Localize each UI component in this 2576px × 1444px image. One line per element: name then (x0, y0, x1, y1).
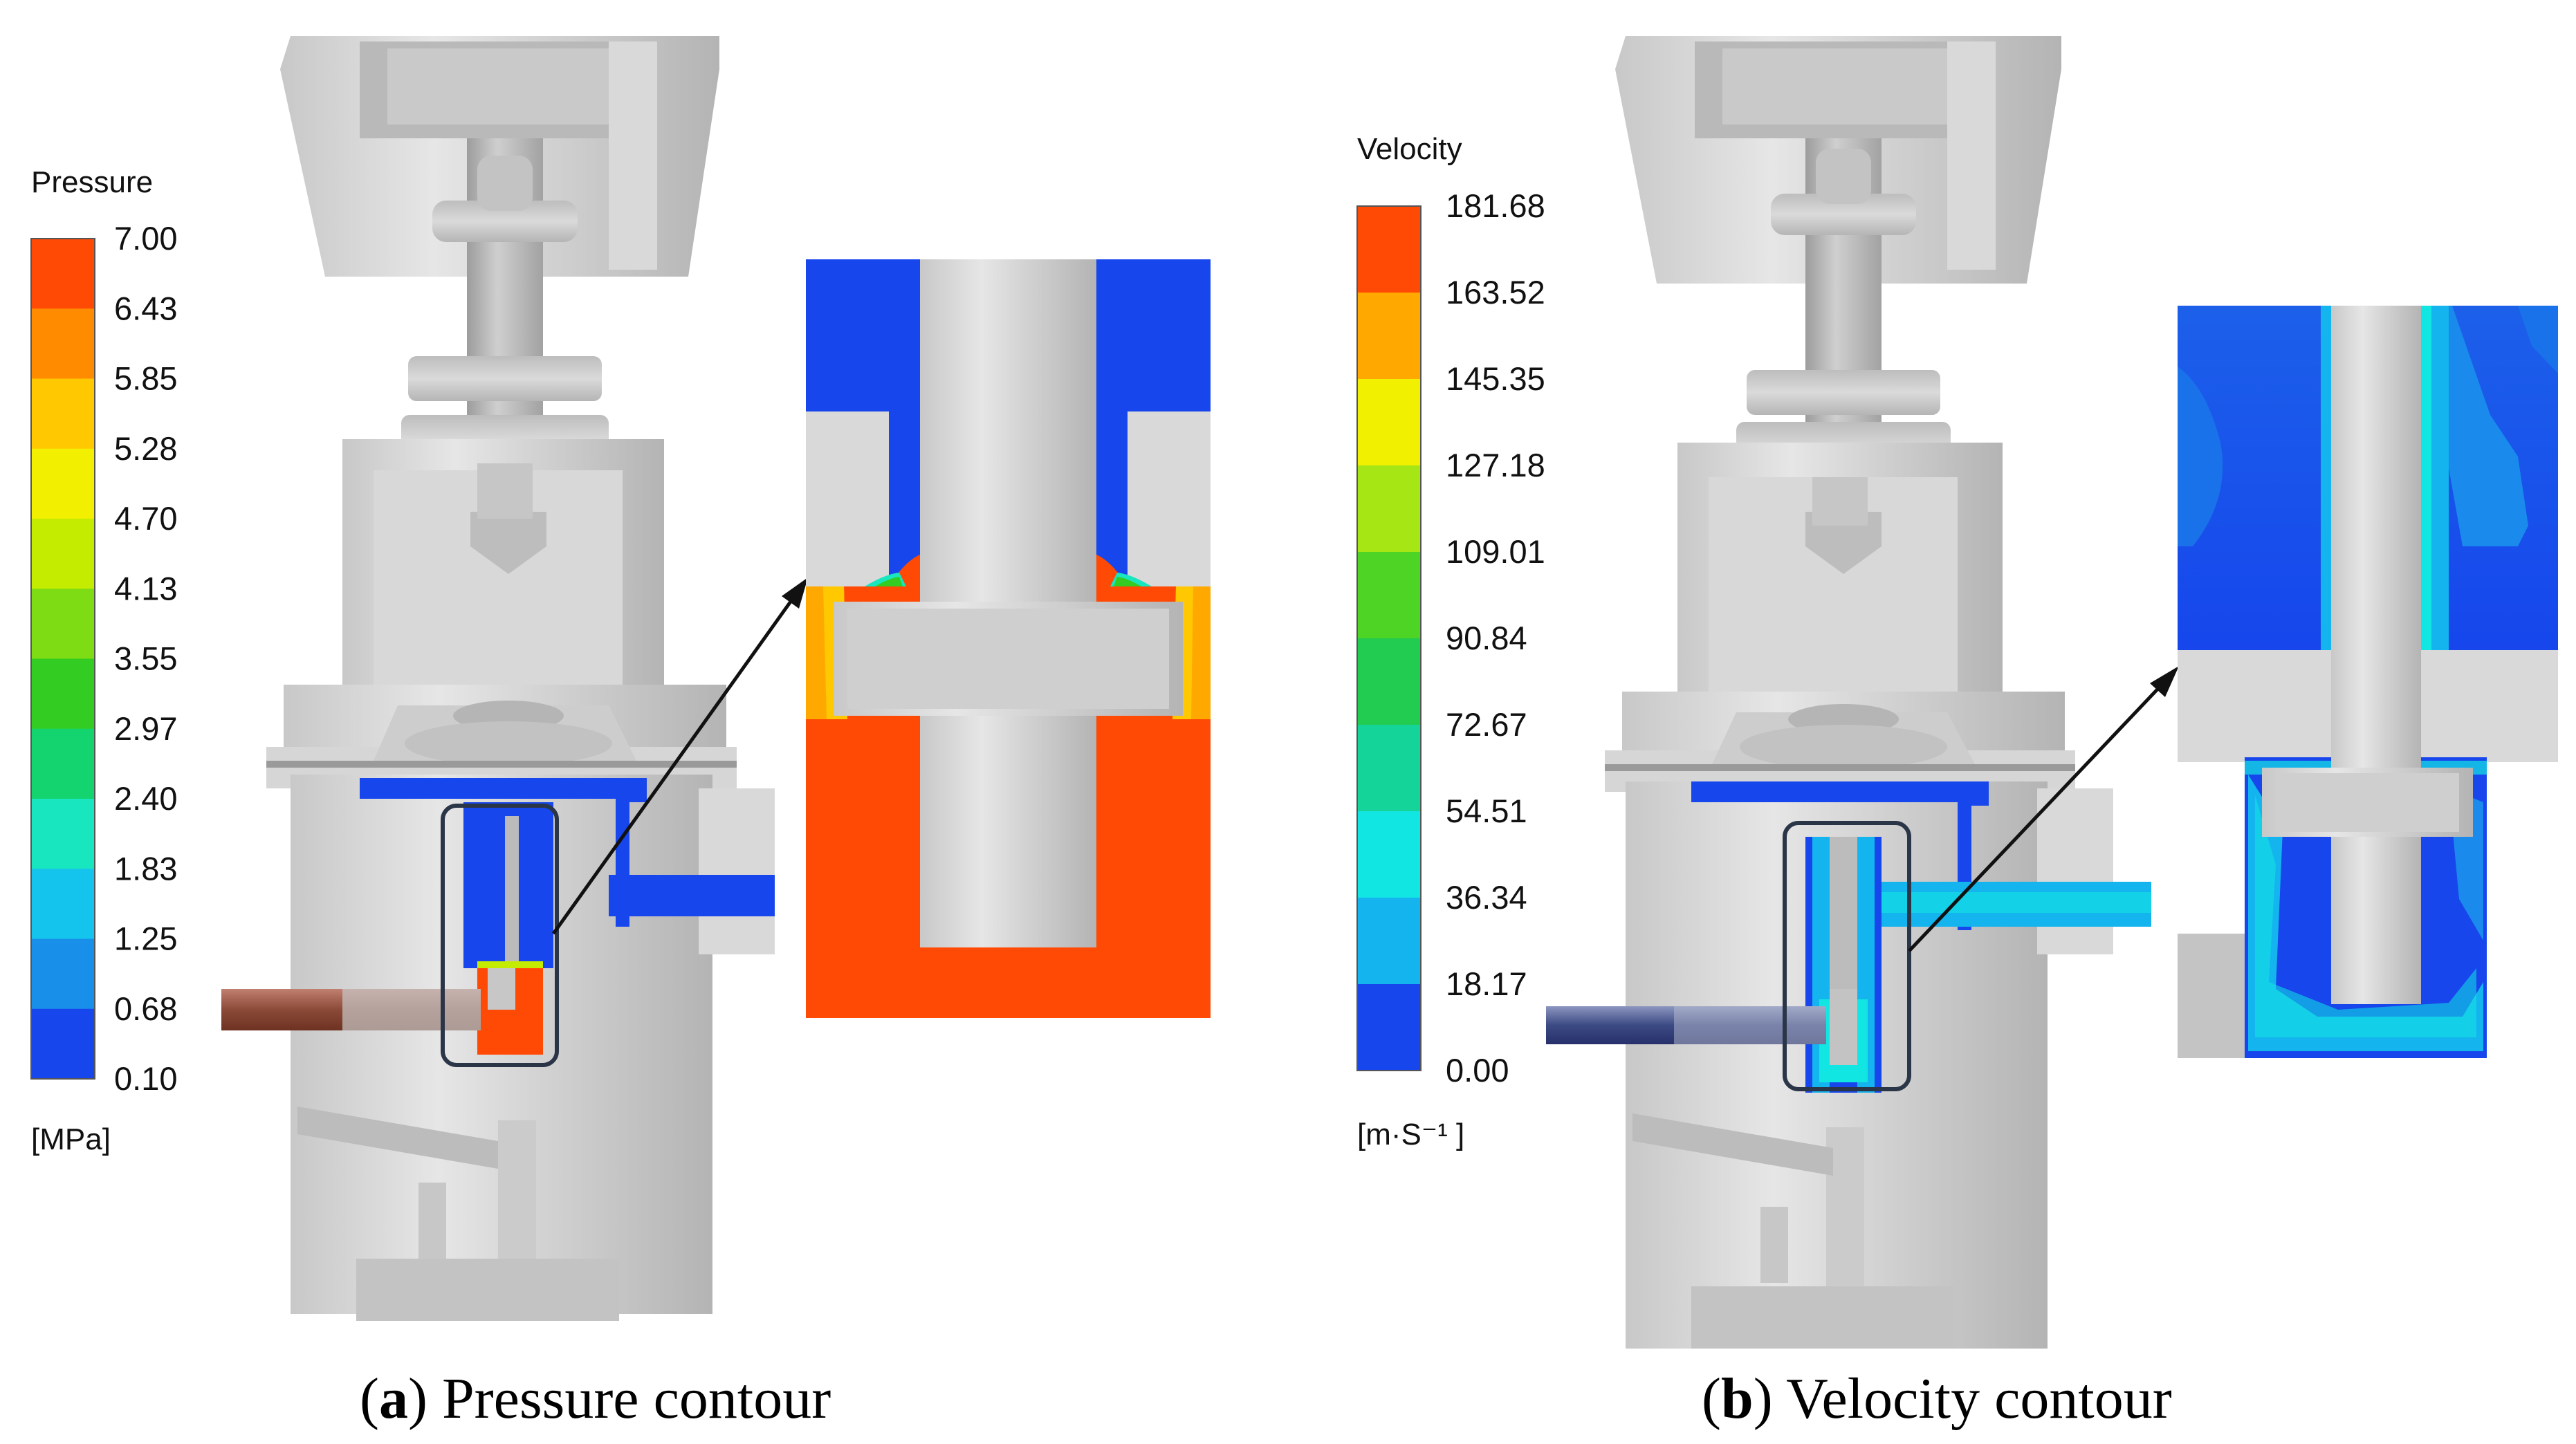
tick-label: 1.83 (114, 850, 177, 887)
tick-label: 36.34 (1446, 879, 1527, 916)
colorbar-band (31, 589, 95, 659)
pressure-colorbar (30, 238, 95, 1080)
colorbar-band (1357, 725, 1421, 812)
colorbar-band (1357, 465, 1421, 553)
colorbar-band (31, 519, 95, 589)
colorbar-band (1357, 379, 1421, 466)
colorbar-frame (30, 238, 95, 1080)
velocity-zoom-inset (2178, 306, 2558, 1058)
tick-label: 0.10 (114, 1060, 177, 1097)
tick-label: 109.01 (1446, 533, 1545, 570)
colorbar-band (1357, 898, 1421, 985)
tick-label: 2.40 (114, 780, 177, 817)
colorbar-band (1357, 206, 1421, 293)
tick-label: 163.52 (1446, 274, 1545, 311)
tick-label: 6.43 (114, 290, 177, 326)
tick-label: 0.68 (114, 990, 177, 1027)
colorbar-band (31, 869, 95, 939)
tick-label: 0.00 (1446, 1052, 1509, 1089)
caption-a-letter: a (379, 1367, 408, 1431)
tick-label: 1.25 (114, 920, 177, 957)
colorbar-band (31, 1008, 95, 1080)
colorbar-band (1357, 638, 1421, 725)
tick-label: 5.28 (114, 430, 177, 467)
caption-a-text: Pressure contour (442, 1367, 831, 1431)
pressure-legend: Pressure 7.00 6.43 5.85 5.28 4.70 4.13 3.55 2.9… (30, 165, 177, 1156)
tick-label: 145.35 (1446, 360, 1545, 397)
tick-label: 127.18 (1446, 447, 1545, 483)
tick-label: 2.97 (114, 710, 177, 747)
colorbar-band (31, 448, 95, 519)
colorbar-band (1357, 811, 1421, 898)
tick-label: 7.00 (114, 220, 177, 257)
pressure-legend-title: Pressure (31, 165, 153, 199)
pressure-panel: Pressure 7.00 6.43 5.85 5.28 4.70 4.13 3.55 2.9… (30, 36, 1211, 1431)
velocity-legend: Velocity 181.68 163.52 145.35 127.18 109.01 9… (1356, 132, 1545, 1151)
velocity-colorbar (1356, 205, 1422, 1071)
colorbar-band (31, 938, 95, 1010)
valve-body-pressure (221, 36, 808, 1321)
colorbar-band (31, 239, 95, 309)
tick-label: 181.68 (1446, 187, 1545, 224)
tick-label: 90.84 (1446, 620, 1527, 656)
caption-a: (a) Pressure contour (360, 1367, 831, 1431)
colorbar-band (31, 308, 95, 379)
colorbar-frame (1356, 205, 1422, 1071)
caption-b-text: Velocity contour (1786, 1367, 2172, 1431)
tick-label: 18.17 (1446, 965, 1527, 1002)
colorbar-band (31, 728, 95, 799)
pressure-legend-unit: [MPa] (31, 1122, 111, 1156)
tick-label: 72.67 (1446, 706, 1527, 743)
colorbar-band (31, 658, 95, 730)
velocity-panel: Velocity 181.68 163.52 145.35 127.18 109.01 9… (1356, 36, 2558, 1431)
caption-b-letter: b (1721, 1367, 1754, 1431)
tick-label: 54.51 (1446, 793, 1527, 829)
tick-label: 5.85 (114, 360, 177, 397)
pressure-zoom-inset (806, 259, 1211, 1018)
colorbar-band (1357, 293, 1421, 380)
pressure-tick-labels: 7.00 6.43 5.85 5.28 4.70 4.13 3.55 2.97 2.40 1.83… (114, 220, 177, 1097)
caption-b: (b) Velocity contour (1702, 1367, 2172, 1431)
velocity-tick-labels: 181.68 163.52 145.35 127.18 109.01 90.84 72.67… (1446, 187, 1545, 1089)
colorbar-band (1357, 552, 1421, 639)
tick-label: 3.55 (114, 640, 177, 677)
velocity-legend-title: Velocity (1357, 132, 1462, 166)
colorbar-band (31, 378, 95, 450)
colorbar-band (31, 799, 95, 869)
tick-label: 4.13 (114, 570, 177, 607)
valve-body-velocity (1546, 36, 2179, 1349)
tick-label: 4.70 (114, 500, 177, 537)
colorbar-band (1357, 984, 1421, 1071)
velocity-legend-unit: [m·S⁻¹ ] (1357, 1118, 1464, 1151)
